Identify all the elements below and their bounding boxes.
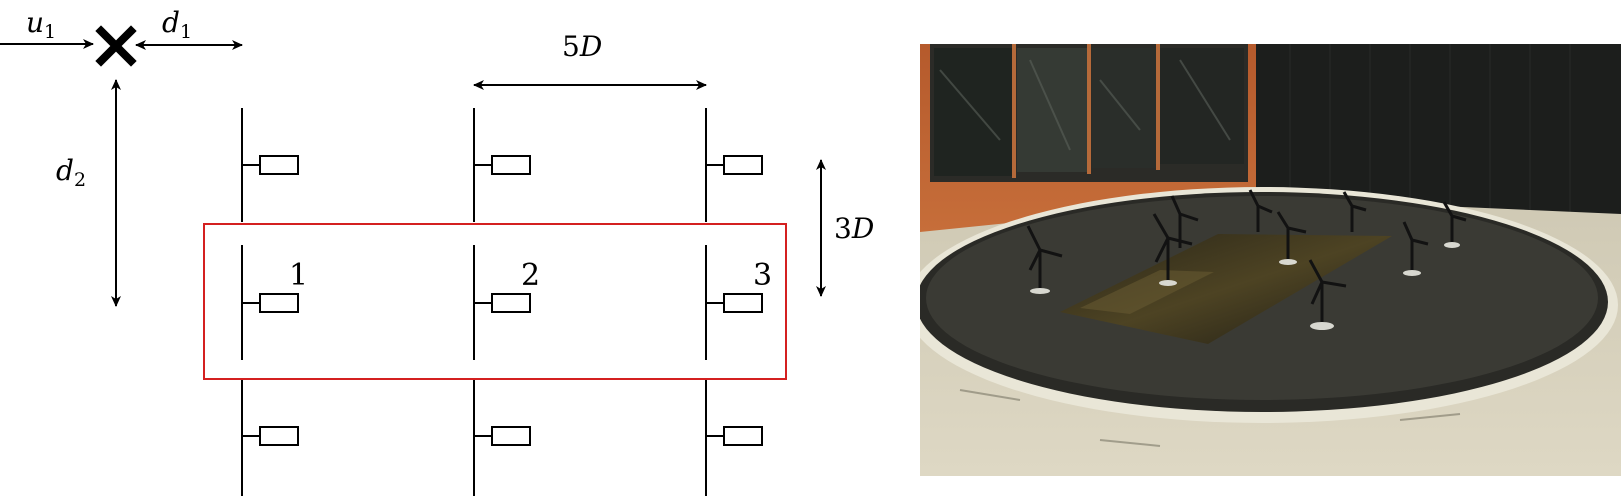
- turbine-nacelle: [723, 293, 763, 313]
- turbine-nacelle: [723, 426, 763, 446]
- turbine-number-1: 1: [289, 258, 308, 293]
- highlight-row-box: [203, 223, 787, 380]
- u1-label: u1: [26, 6, 56, 43]
- d1-label: d1: [162, 6, 192, 43]
- probe-cross-icon: [95, 25, 137, 67]
- turbine-nacelle: [259, 293, 299, 313]
- turbine-nacelle: [259, 155, 299, 175]
- photo-windows: [930, 44, 1248, 182]
- turbine-nacelle: [723, 155, 763, 175]
- photo-model-turbines: [1026, 189, 1467, 324]
- turbine-number-2: 2: [521, 258, 540, 293]
- turbine-nacelle: [491, 155, 531, 175]
- spacing-3d-label: 3D: [834, 212, 874, 245]
- turbine-number-3: 3: [753, 258, 772, 293]
- turbine-nacelle: [491, 293, 531, 313]
- photo-water-channel: [1060, 234, 1392, 344]
- spacing-5d-label: 5D: [562, 30, 602, 63]
- turbine-nacelle: [259, 426, 299, 446]
- wind-farm-photo: [920, 44, 1621, 476]
- layout-schematic: u1 d1 d2 5D 3D 1 2: [0, 6, 874, 496]
- turbine-grid: [241, 108, 763, 496]
- turbine-nacelle: [491, 426, 531, 446]
- d2-label: d2: [56, 154, 86, 191]
